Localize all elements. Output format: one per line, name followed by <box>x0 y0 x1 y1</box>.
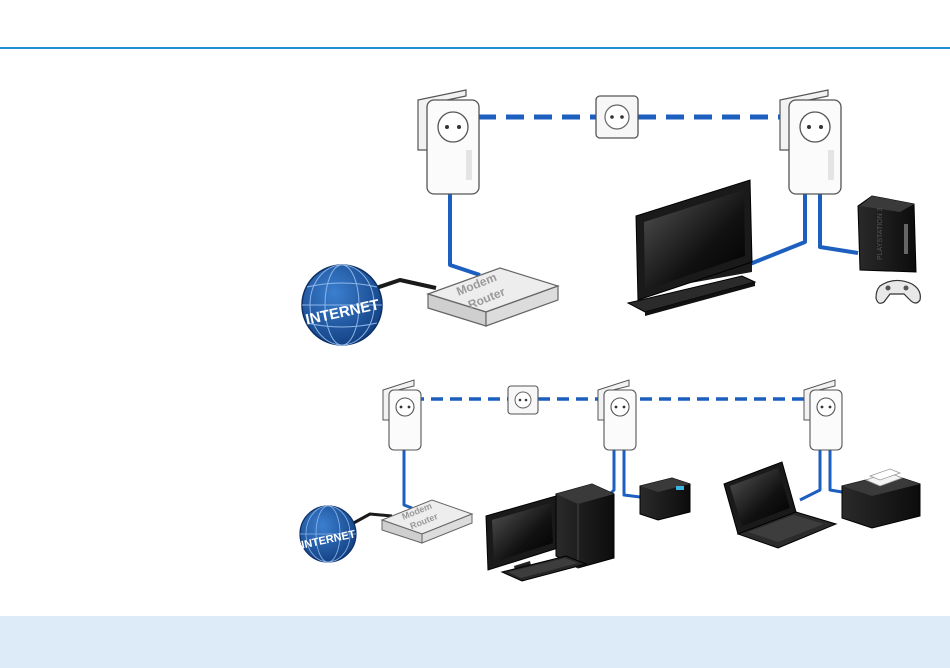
modem-router-icon: Modem Router <box>428 268 558 326</box>
television-icon <box>628 180 755 316</box>
powerline-adapter-icon <box>780 90 841 194</box>
printer-icon <box>842 469 920 528</box>
wall-socket-icon <box>596 96 638 138</box>
powerline-adapter-icon <box>383 380 421 450</box>
powerline-adapter-icon <box>418 90 479 194</box>
svg-text:PLAYSTATION 3: PLAYSTATION 3 <box>877 207 884 260</box>
internet-globe-icon: INTERNET <box>302 265 382 345</box>
powerline-adapter-icon <box>804 380 842 450</box>
top-network: INTERNET Modem Router PLAYSTATION 3 <box>302 90 920 345</box>
gamepad-icon <box>876 280 920 303</box>
bottom-network: INTERNET Modem Router <box>300 380 920 581</box>
desktop-pc-icon <box>556 484 614 568</box>
internet-globe-icon: INTERNET <box>300 506 357 562</box>
game-console-icon: PLAYSTATION 3 <box>858 196 916 272</box>
modem-router-icon: Modem Router <box>382 500 472 543</box>
wall-socket-icon <box>508 386 538 414</box>
ethernet-cables <box>370 193 858 290</box>
network-storage-icon <box>640 478 690 520</box>
powerline-adapter-icon <box>598 380 636 450</box>
